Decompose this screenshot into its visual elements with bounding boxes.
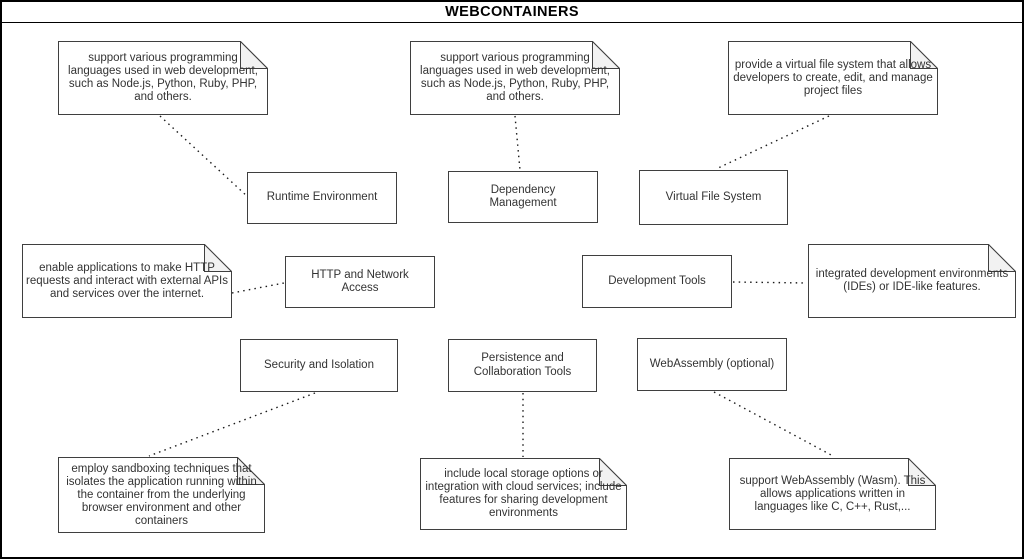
note-text: enable applications to make HTTP request… [26, 261, 228, 300]
note-outline [420, 458, 627, 530]
node-label: HTTP and Network Access [311, 268, 409, 295]
note-text: support various programming languages us… [68, 52, 258, 103]
node-label: Security and Isolation [264, 358, 374, 371]
node-label: Development Tools [608, 274, 706, 287]
connector-note-runtime [159, 115, 249, 198]
note-text: employ sandboxing techniques that isolat… [66, 462, 257, 527]
node-webassembly-optional: WebAssembly (optional) [637, 338, 787, 391]
note-text: provide a virtual file system that allow… [733, 58, 933, 97]
note-outline [410, 41, 620, 115]
diagram-title: WEBCONTAINERS [2, 2, 1022, 23]
note-ide-features: integrated development environments (IDE… [808, 244, 1016, 318]
note-text: include local storage options or integra… [425, 468, 622, 519]
node-dependency-management: Dependency Management [448, 171, 598, 223]
connector-wasm-note [713, 391, 834, 457]
node-virtual-file-system: Virtual File System [639, 170, 788, 225]
note-text: support various programming languages us… [420, 52, 610, 103]
note-outline [58, 41, 268, 115]
node-label: Persistence and Collaboration Tools [473, 352, 572, 378]
note-http-access: enable applications to make HTTP request… [22, 244, 232, 318]
node-http-network-access: HTTP and Network Access [285, 256, 435, 308]
note-wasm-support: support WebAssembly (Wasm). This allows … [729, 458, 936, 530]
connector-devtools-note [732, 281, 808, 284]
node-label: Virtual File System [665, 190, 762, 203]
note-dependency-languages: support various programming languages us… [410, 41, 620, 115]
connector-security-note [148, 392, 316, 457]
node-security-isolation: Security and Isolation [240, 339, 398, 392]
connector-note-dependency [514, 115, 521, 171]
note-outline [728, 41, 938, 115]
node-runtime-environment: Runtime Environment [247, 172, 397, 224]
connector-note-http [231, 282, 285, 294]
note-outline [729, 458, 936, 530]
connector-note-vfs [715, 115, 830, 170]
note-sandboxing: employ sandboxing techniques that isolat… [58, 457, 265, 533]
note-text: support WebAssembly (Wasm). This allows … [739, 474, 926, 513]
note-runtime-languages: support various programming languages us… [58, 41, 268, 115]
node-persistence-collaboration: Persistence and Collaboration Tools [448, 339, 597, 392]
node-label: Dependency Management [489, 183, 557, 210]
node-development-tools: Development Tools [582, 255, 732, 308]
node-label: Runtime Environment [266, 191, 378, 204]
node-label: WebAssembly (optional) [649, 357, 775, 370]
note-storage-collaboration: include local storage options or integra… [420, 458, 627, 530]
note-text: integrated development environments (IDE… [815, 268, 1009, 293]
note-virtual-file-system: provide a virtual file system that allow… [728, 41, 938, 115]
note-outline [22, 244, 232, 318]
note-outline [808, 244, 1016, 318]
note-outline [58, 457, 265, 533]
